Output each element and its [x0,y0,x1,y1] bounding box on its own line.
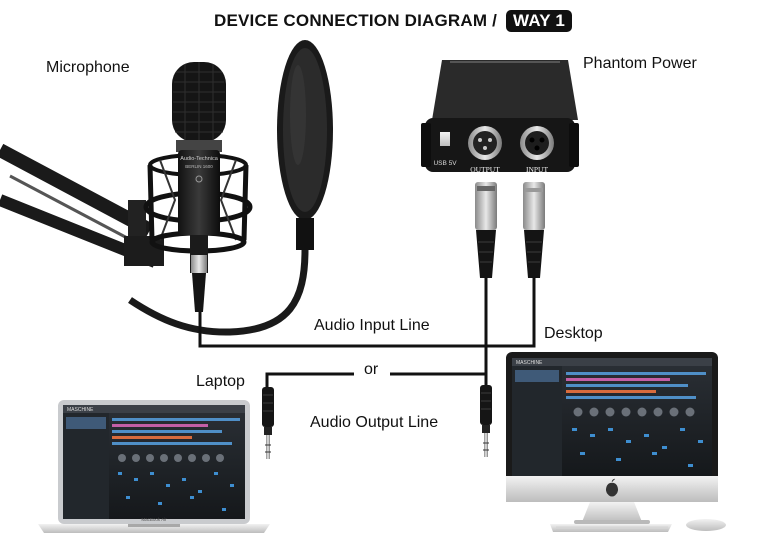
desktop-computer: MASCHINE [506,352,718,524]
laptop-app-name: MASCHINE [67,407,94,413]
desktop-app-name: MASCHINE [516,360,543,366]
laptop-jack [262,387,274,459]
microphone-label: Microphone [46,59,130,76]
laptop-label: Laptop [196,373,245,390]
xlr-male-connector [523,182,545,278]
microphone-body: Audio-Technica BERLIN 1600 [172,62,226,312]
or-label: or [364,361,379,378]
desktop-notes [572,428,703,467]
pop-filter [128,40,333,336]
diagram-title: DEVICE CONNECTION DIAGRAM / WAY 1 [214,10,573,32]
way-badge: WAY 1 [506,10,573,32]
desktop-label: Desktop [544,325,603,342]
laptop-branch-left [265,372,354,387]
laptop-daw-tracks [112,418,240,445]
laptop-knobs [118,454,224,462]
laptop: MASCHINE MacBook Air [38,400,270,533]
mic-model-text: BERLIN 1600 [185,164,213,169]
audio-output-line-label: Audio Output Line [310,414,439,431]
mouse [686,519,726,531]
audio-input-line [198,278,536,348]
input-port-label: INPUT [526,165,549,174]
phantom-power-unit: USB 5V OUTPUT INPUT [421,60,579,174]
desktop-knobs [573,407,695,417]
audio-input-line-label: Audio Input Line [314,317,430,334]
desktop-daw-tracks [566,372,706,399]
apple-logo-icon [606,478,618,497]
keyboard [550,524,672,532]
mic-brand-text: Audio-Technica [180,156,219,162]
usb-port-label: USB 5V [433,160,457,167]
cables [198,278,536,387]
output-port-label: OUTPUT [470,165,500,174]
title-text: DEVICE CONNECTION DIAGRAM / [214,11,498,30]
phantom-power-label: Phantom Power [583,55,697,72]
laptop-model-text: MacBook Air [141,517,167,522]
xlr-female-connector [475,182,497,278]
desktop-jack [480,385,492,457]
laptop-notes [118,472,234,511]
boom-arm [0,143,164,268]
